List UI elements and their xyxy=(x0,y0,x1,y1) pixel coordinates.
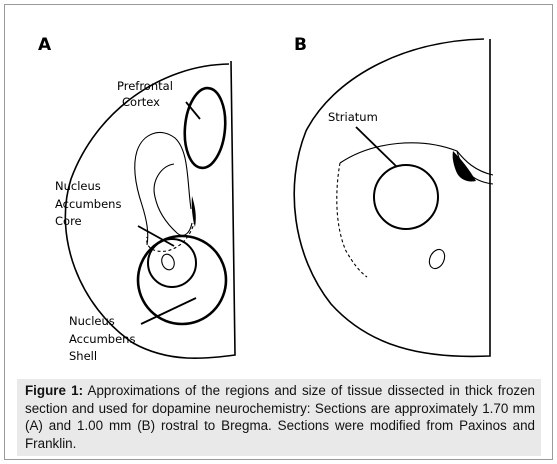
brain-section-diagram: A Prefrontal Cortex Nucleus xyxy=(38,35,494,363)
panel-b-anterior-commissure xyxy=(428,248,446,270)
panel-a-hemisphere-outline xyxy=(64,60,236,360)
panel-b-letter: B xyxy=(294,35,307,55)
prefrontal-cortex-roi xyxy=(183,86,227,170)
panel-b-hemisphere-outline xyxy=(293,38,491,358)
prefrontal-label-line2: Cortex xyxy=(122,95,160,109)
caption-box: Figure 1: Approximations of the regions … xyxy=(17,379,541,456)
shell-leader-line xyxy=(140,297,197,325)
core-leader-line xyxy=(137,225,175,247)
panel-b-section xyxy=(293,38,494,358)
panel-a-labels: Prefrontal Cortex Nucleus Accumbens Core… xyxy=(55,79,173,363)
panel-a-section xyxy=(64,60,236,360)
accumbens-shell-roi xyxy=(136,234,228,326)
striatum-label: Striatum xyxy=(328,110,378,124)
prefrontal-leader-line xyxy=(185,101,201,120)
panel-a-inner-contour xyxy=(153,163,193,236)
figure-frame: A Prefrontal Cortex Nucleus xyxy=(4,4,553,460)
panel-a-letter: A xyxy=(38,35,52,55)
panel-a-ventricle-fill xyxy=(191,196,196,227)
shell-label-line3: Shell xyxy=(69,349,97,363)
core-label-line3: Core xyxy=(55,214,82,228)
core-label-line1: Nucleus xyxy=(55,179,101,193)
figure-caption: Figure 1: Approximations of the regions … xyxy=(25,382,535,452)
panel-b-ventricle-fill xyxy=(452,151,476,182)
core-label-line2: Accumbens xyxy=(55,197,121,211)
shell-label-line1: Nucleus xyxy=(69,314,115,328)
panel-a-ventricle-outline xyxy=(134,131,192,246)
panel-b-corpus-callosum xyxy=(339,142,494,176)
panel-a-anterior-commissure xyxy=(161,253,175,271)
striatum-leader-line xyxy=(355,126,398,168)
panel-b-external-capsule xyxy=(336,162,368,278)
prefrontal-label-line1: Prefrontal xyxy=(117,79,173,93)
caption-label: Figure 1: xyxy=(25,383,84,398)
accumbens-core-roi xyxy=(147,238,197,288)
shell-label-line2: Accumbens xyxy=(69,332,135,346)
caption-text: Approximations of the regions and size o… xyxy=(25,383,535,451)
striatum-roi xyxy=(373,164,439,230)
